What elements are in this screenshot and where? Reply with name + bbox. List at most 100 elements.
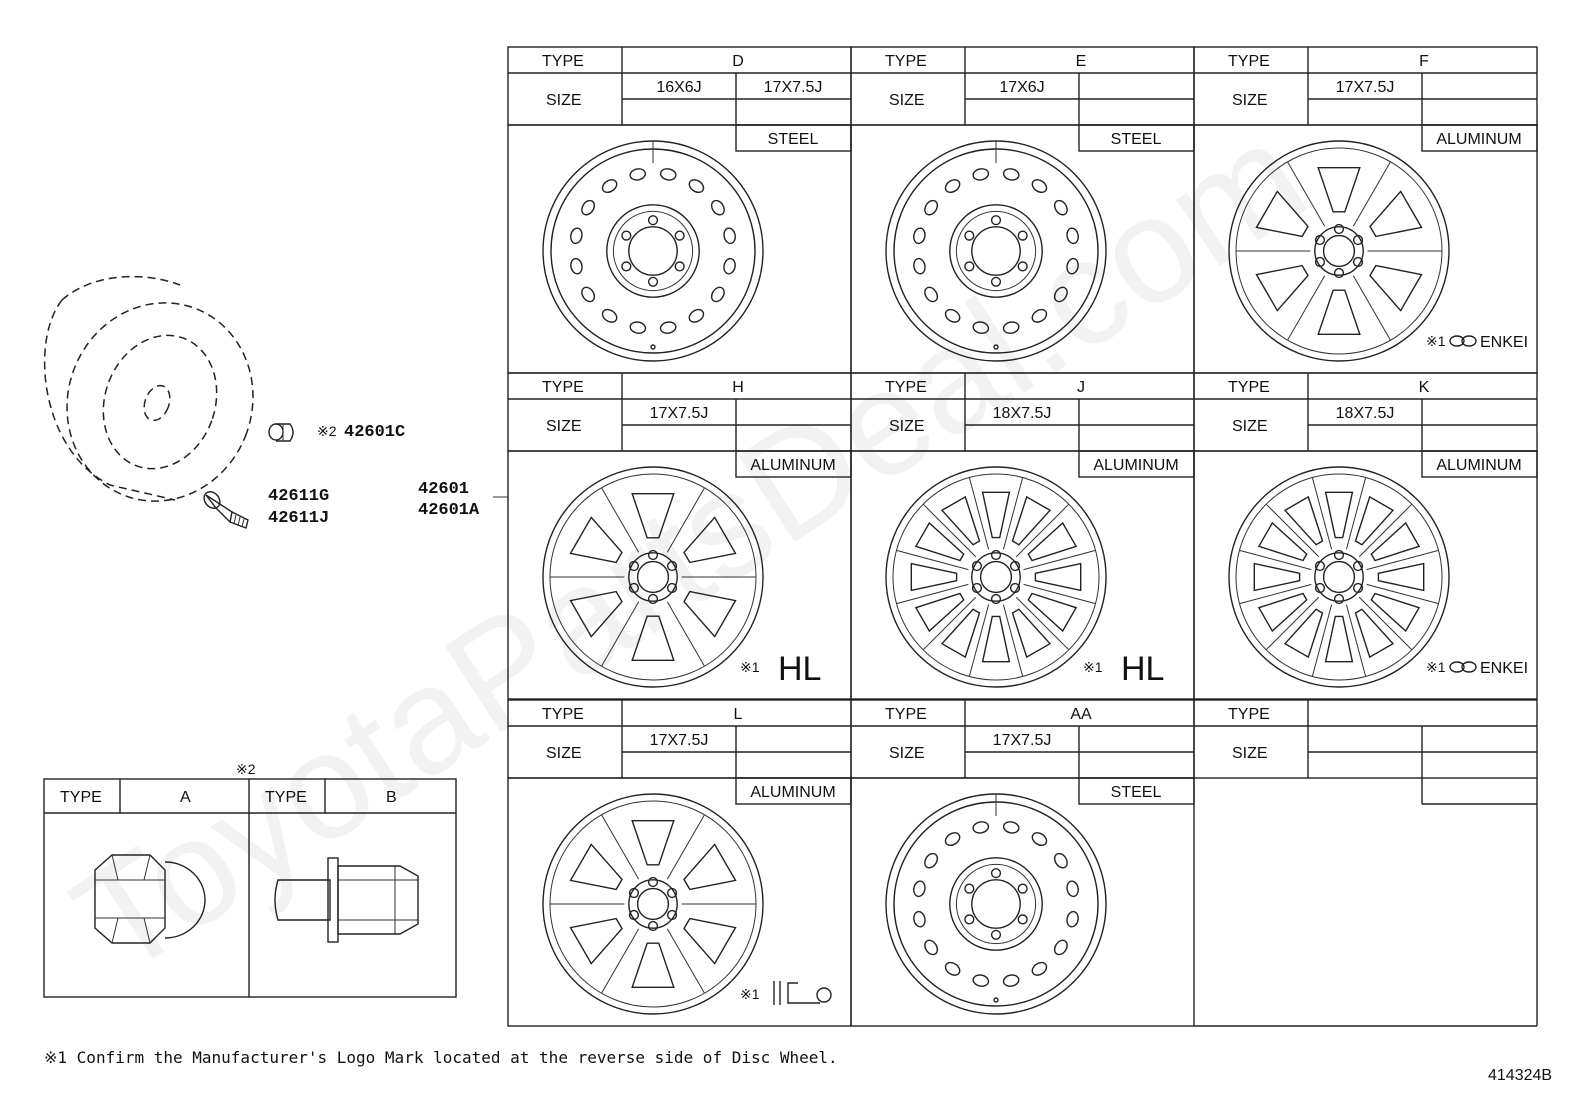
lug-hole: [647, 876, 659, 888]
spoke-edge: [896, 583, 969, 605]
spoke-edge: [1287, 161, 1326, 227]
wheel-window: [914, 521, 965, 562]
type-label: TYPE: [542, 706, 584, 723]
size-label: SIZE: [1232, 745, 1268, 762]
vent-hole: [570, 227, 583, 245]
lug-hole: [666, 887, 678, 899]
wheel-window: [1255, 190, 1309, 238]
size-label: SIZE: [889, 418, 925, 435]
footnote: ※1 Confirm the Manufacturer's Logo Mark …: [44, 1048, 838, 1067]
spoke-edge: [1265, 503, 1320, 558]
vent-hole: [1031, 961, 1048, 976]
vent-hole: [688, 308, 705, 323]
type-size-header: [1193, 699, 1538, 779]
spoke-edge: [1352, 275, 1391, 341]
wheel-body: [1193, 450, 1538, 700]
logo-mark: ※1: [1426, 333, 1446, 349]
lug-hole: [990, 593, 1002, 605]
wheel-rim: [542, 140, 764, 362]
lug-hole: [1009, 560, 1021, 572]
type-label: TYPE: [1228, 379, 1270, 396]
lug-hole: [1314, 256, 1326, 268]
lug-hole: [647, 593, 659, 605]
spoke-edge: [1366, 549, 1439, 571]
wheel-window: [981, 615, 1011, 663]
lug-hole: [990, 276, 1002, 287]
wheel-body: [507, 124, 852, 374]
wheel-size-1: 17X7.5J: [1336, 79, 1395, 96]
lug-hole: [1017, 261, 1028, 272]
wheel-material: ALUMINUM: [750, 784, 835, 801]
vent-hole: [1031, 832, 1048, 847]
wheel-window: [1354, 495, 1395, 546]
wheel-window: [1324, 491, 1354, 539]
spoke-edge: [1311, 477, 1333, 550]
spoke-edge: [1311, 604, 1333, 677]
wheel-window: [683, 917, 737, 965]
wheel-center-bore: [1322, 234, 1356, 268]
lug-hole: [1333, 267, 1345, 279]
wheel-rim: [1228, 140, 1450, 362]
wheel-center-bore: [636, 560, 670, 594]
lug-hole: [1017, 883, 1028, 894]
logo-enkei: ENKEI: [1480, 660, 1528, 677]
vent-hole: [629, 321, 647, 334]
logo-enkei: ENKEI: [1480, 334, 1528, 351]
wheel-disc-inner: [612, 210, 694, 292]
vent-hole: [1066, 257, 1079, 275]
spoke-edge: [666, 928, 705, 994]
vent-hole: [1002, 821, 1020, 834]
vent-hole: [913, 257, 926, 275]
spoke-edge: [896, 549, 969, 571]
wheel-window: [1257, 592, 1308, 633]
wheel-window: [1255, 264, 1309, 312]
spoke-edge: [601, 601, 640, 667]
kc-logo-icon: [787, 982, 820, 1004]
vent-hole: [1002, 168, 1020, 181]
part-number-42611g: 42611G: [268, 487, 329, 506]
rim-dot: [993, 997, 999, 1003]
wheel-center-bore: [971, 879, 1021, 929]
vent-hole: [570, 257, 583, 275]
wheel-rim-inner: [550, 148, 756, 354]
spoke-edge: [1015, 596, 1070, 651]
lug-hole: [628, 582, 640, 594]
wheel-size-1: 17X7.5J: [650, 732, 709, 749]
size-label: SIZE: [1232, 418, 1268, 435]
spoke-edge: [666, 814, 705, 880]
part-number-42601: 42601: [418, 480, 469, 499]
wheel-rim: [1228, 466, 1450, 688]
type-label: TYPE: [885, 706, 927, 723]
logo-mark: ※1: [1083, 659, 1103, 675]
spoke-edge: [666, 487, 705, 553]
wheel-size-1: 16X6J: [656, 79, 701, 96]
spoke-edge: [1345, 604, 1367, 677]
spoke-edge: [1015, 503, 1070, 558]
spoke-edge: [1345, 477, 1367, 550]
lug-hole: [666, 582, 678, 594]
spoke-edge: [968, 477, 990, 550]
wheel-size-2: 17X7.5J: [764, 79, 823, 96]
lug-hole: [1017, 230, 1028, 241]
enkei-logo-icon: [1449, 661, 1465, 673]
lug-hole: [971, 560, 983, 572]
vent-hole: [1053, 939, 1068, 956]
wheel-window: [910, 562, 958, 592]
lug-hole: [990, 549, 1002, 561]
vent-hole: [1053, 852, 1068, 869]
wheel-hub: [628, 552, 678, 602]
wheel-disc: [606, 204, 700, 298]
lug-hole: [628, 887, 640, 899]
wheel-type: D: [732, 53, 744, 70]
lug-hole: [1009, 582, 1021, 594]
wheel-window: [981, 491, 1011, 539]
wheel-window: [1011, 495, 1052, 546]
type-label: TYPE: [542, 53, 584, 70]
nut-type-header-a: TYPE: [60, 789, 102, 806]
vent-hole: [1002, 321, 1020, 334]
lug-hole: [964, 230, 975, 241]
wheel-material: STEEL: [1111, 131, 1162, 148]
nut-type-b: B: [386, 789, 397, 806]
wheel-hub: [1314, 226, 1364, 276]
